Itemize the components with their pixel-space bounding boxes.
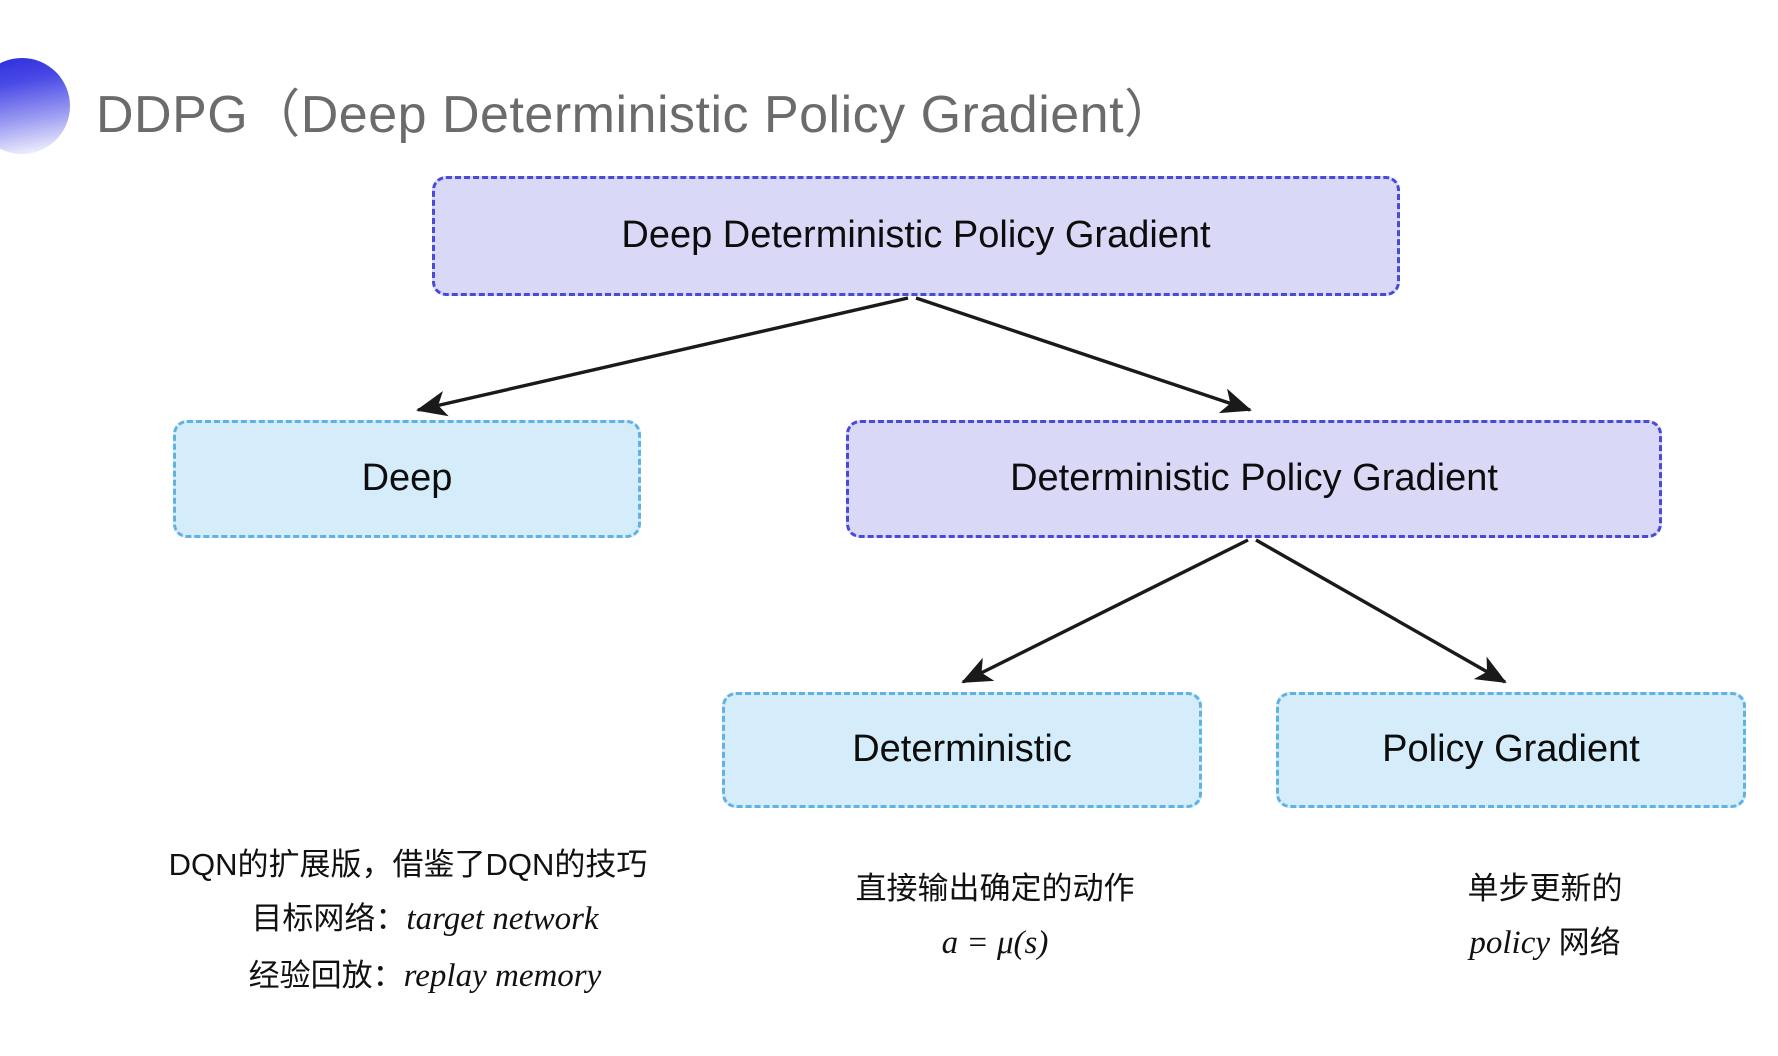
edge-root-to-deep — [416, 296, 909, 417]
caption-deterministic-line1: 直接输出确定的动作 — [855, 871, 1135, 906]
edge-dpg-to-deterministic — [961, 538, 1249, 684]
node-label: Policy Gradient — [1382, 728, 1640, 771]
title-bullet-icon — [0, 58, 70, 154]
caption-deep-line3-term: replay memory — [403, 958, 602, 995]
edge-root-to-dpg — [915, 296, 1252, 414]
caption-policy-gradient-line2: policy 网络 — [1380, 915, 1710, 972]
node-label: Deep — [361, 457, 453, 500]
node-label: Deterministic Policy Gradient — [1010, 457, 1498, 500]
caption-policy-gradient-term: policy — [1469, 925, 1550, 962]
node-label: Deep Deterministic Policy Gradient — [621, 214, 1211, 257]
caption-deep-line1: DQN的扩展版，借鉴了DQN的技巧 — [168, 847, 648, 882]
page-title: DDPG（Deep Deterministic Policy Gradient） — [96, 86, 1177, 144]
caption-deterministic: 直接输出确定的动作 a = μ(s) — [830, 862, 1160, 972]
node-deep-deterministic-policy-gradient[interactable]: Deep Deterministic Policy Gradient — [432, 176, 1400, 296]
caption-policy-gradient-suffix: 网络 — [1550, 925, 1621, 961]
edge-dpg-to-policy-gradient — [1255, 538, 1507, 684]
caption-deep: DQN的扩展版，借鉴了DQN的技巧 目标网络：target network 经验… — [148, 838, 668, 1005]
node-deterministic[interactable]: Deterministic — [722, 692, 1202, 808]
node-policy-gradient[interactable]: Policy Gradient — [1276, 692, 1746, 808]
node-deep[interactable]: Deep — [173, 420, 641, 538]
caption-policy-gradient: 单步更新的 policy 网络 — [1380, 862, 1710, 972]
caption-deep-line3-prefix: 经验回放： — [248, 958, 404, 994]
caption-deep-line2: 目标网络：target network — [148, 891, 668, 948]
node-label: Deterministic — [852, 728, 1072, 771]
caption-deterministic-formula: a = μ(s) — [941, 925, 1049, 962]
caption-deep-line3: 经验回放：replay memory — [148, 948, 668, 1005]
node-deterministic-policy-gradient[interactable]: Deterministic Policy Gradient — [846, 420, 1662, 538]
caption-deep-line2-prefix: 目标网络： — [251, 901, 407, 937]
caption-deep-line2-term: target network — [406, 901, 599, 938]
caption-policy-gradient-line1: 单步更新的 — [1467, 871, 1623, 906]
